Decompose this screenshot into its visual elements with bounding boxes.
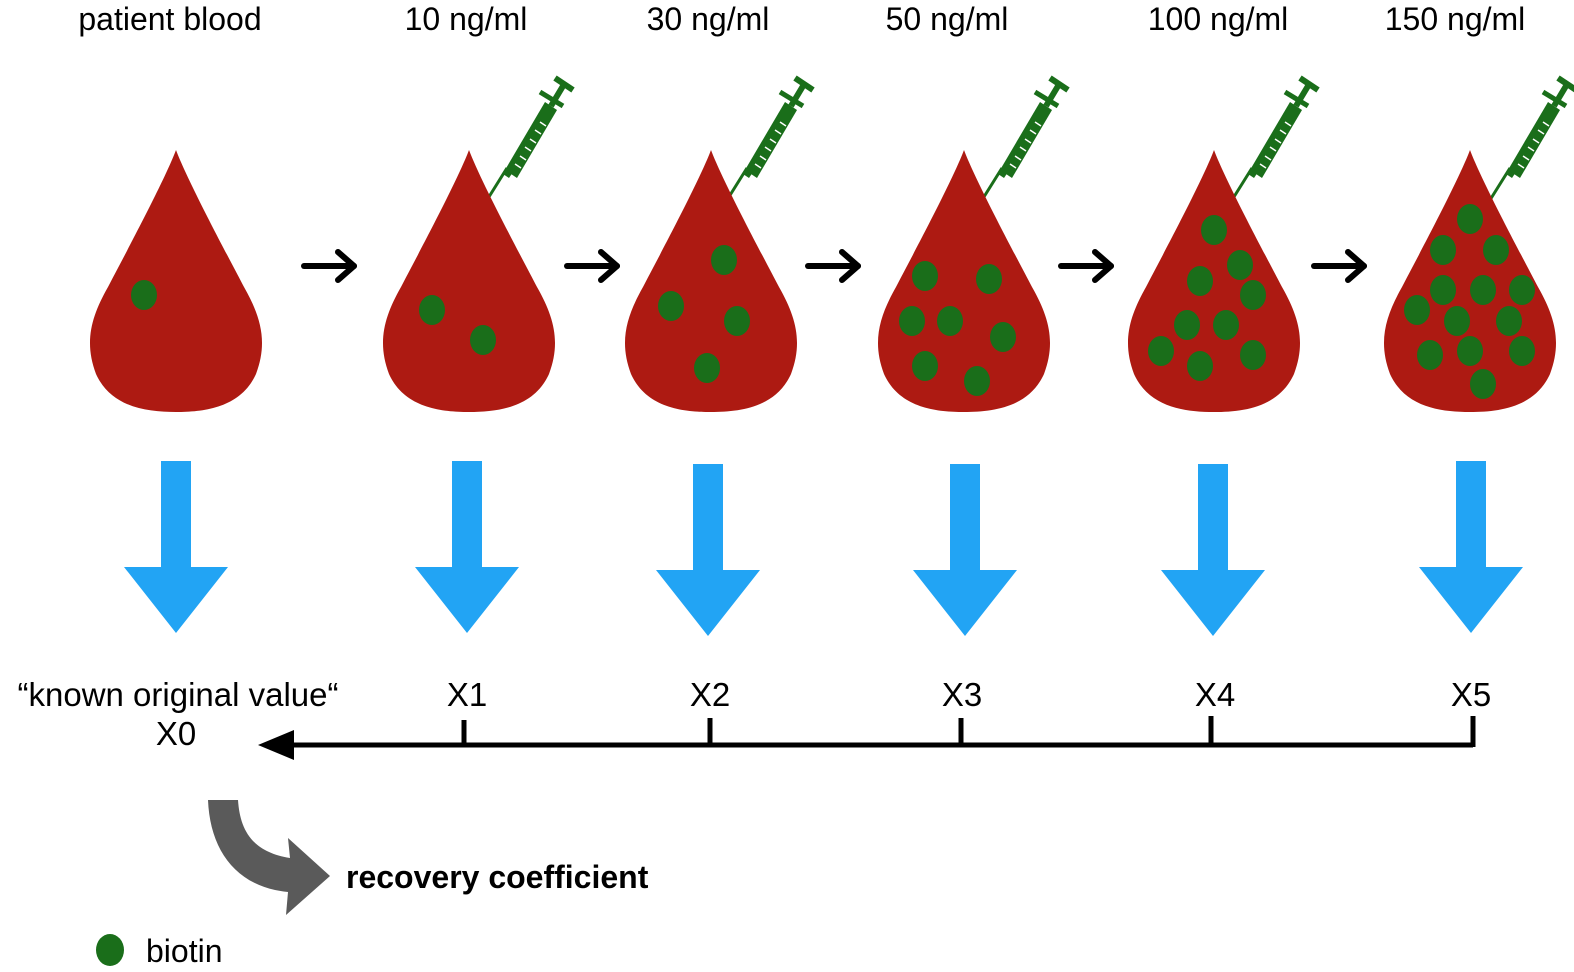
biotin-dot xyxy=(1187,266,1213,296)
down-arrow-icon xyxy=(913,464,1017,636)
right-arrow-icon xyxy=(304,252,354,280)
blood-drops xyxy=(89,150,1557,412)
timeline-arrowhead-icon xyxy=(258,730,294,760)
biotin-dot xyxy=(964,366,990,396)
original-value-quote-label: “known original value“ xyxy=(18,676,339,713)
biotin-dot xyxy=(912,261,938,291)
biotin-dot xyxy=(1148,336,1174,366)
down-arrow-icon xyxy=(656,464,760,636)
biotin-dot xyxy=(1483,235,1509,265)
biotin-dot xyxy=(990,322,1016,352)
biotin-dot xyxy=(912,351,938,381)
biotin-dot xyxy=(976,264,1002,294)
biotin-dot xyxy=(1457,336,1483,366)
measurement-x3-label: X3 xyxy=(942,676,982,713)
measurement-x5-label: X5 xyxy=(1451,676,1491,713)
biotin-dot xyxy=(1444,306,1470,336)
curved-arrow-icon xyxy=(208,800,330,915)
measurement-arrows xyxy=(124,461,1523,636)
measurement-labels: “known original value“ X0 X1 X2 X3 X4 X5 xyxy=(18,676,1492,752)
concentration-headers: patient blood 10 ng/ml 30 ng/ml 50 ng/ml… xyxy=(78,1,1525,37)
biotin-dot xyxy=(1240,340,1266,370)
blood-drop-icon xyxy=(877,150,1051,412)
syringe-icon xyxy=(487,78,573,200)
down-arrow-icon xyxy=(1161,464,1265,636)
biotin-dot xyxy=(1509,336,1535,366)
header-50-ng-ml: 50 ng/ml xyxy=(886,1,1009,37)
biotin-dot xyxy=(1227,250,1253,280)
biotin-dot xyxy=(1430,275,1456,305)
biotin-dot xyxy=(937,306,963,336)
biotin-dot xyxy=(1213,310,1239,340)
down-arrow-icon xyxy=(1419,461,1523,633)
biotin-dot xyxy=(1201,215,1227,245)
biotin-dots xyxy=(131,204,1535,399)
down-arrow-icon xyxy=(124,461,228,633)
timeline-axis xyxy=(258,716,1476,760)
biotin-dot xyxy=(1430,235,1456,265)
legend: biotin xyxy=(96,933,223,969)
biotin-dot xyxy=(1187,351,1213,381)
header-100-ng-ml: 100 ng/ml xyxy=(1148,1,1289,37)
header-150-ng-ml: 150 ng/ml xyxy=(1385,1,1526,37)
down-arrow-icon xyxy=(415,461,519,633)
header-30-ng-ml: 30 ng/ml xyxy=(647,1,770,37)
right-arrow-icon xyxy=(567,252,617,280)
biotin-dot xyxy=(1404,295,1430,325)
biotin-dot xyxy=(470,325,496,355)
biotin-dot xyxy=(658,291,684,321)
blood-drop-icon xyxy=(1127,150,1301,412)
header-patient-blood: patient blood xyxy=(78,1,261,37)
measurement-x2-label: X2 xyxy=(690,676,730,713)
biotin-dot xyxy=(1457,204,1483,234)
biotin-dot xyxy=(724,306,750,336)
biotin-dot xyxy=(1174,310,1200,340)
measurement-x1-label: X1 xyxy=(447,676,487,713)
biotin-legend-icon xyxy=(96,934,124,966)
syringe-icon xyxy=(1490,78,1574,200)
biotin-dot xyxy=(1470,275,1496,305)
biotin-dot xyxy=(1496,306,1522,336)
biotin-dot xyxy=(694,353,720,383)
right-arrow-icon xyxy=(1314,252,1364,280)
biotin-dot xyxy=(1470,369,1496,399)
blood-drop-icon xyxy=(382,150,556,412)
biotin-dot xyxy=(1417,340,1443,370)
biotin-dot xyxy=(711,245,737,275)
right-arrow-icon xyxy=(808,252,858,280)
biotin-dot xyxy=(899,306,925,336)
syringe-icon xyxy=(727,78,813,200)
biotin-legend-label: biotin xyxy=(146,933,223,969)
blood-drop-icon xyxy=(89,150,263,412)
biotin-dot xyxy=(131,280,157,310)
right-arrow-icon xyxy=(1061,252,1111,280)
syringe-icon xyxy=(1232,78,1318,200)
biotin-dot xyxy=(1240,280,1266,310)
biotin-dot xyxy=(419,295,445,325)
recovery-coefficient-label: recovery coefficient xyxy=(346,859,649,895)
syringes xyxy=(487,78,1574,200)
measurement-x4-label: X4 xyxy=(1195,676,1235,713)
biotin-dot xyxy=(1509,275,1535,305)
measurement-x0-label: X0 xyxy=(156,715,196,752)
header-10-ng-ml: 10 ng/ml xyxy=(405,1,528,37)
syringe-icon xyxy=(982,78,1068,200)
